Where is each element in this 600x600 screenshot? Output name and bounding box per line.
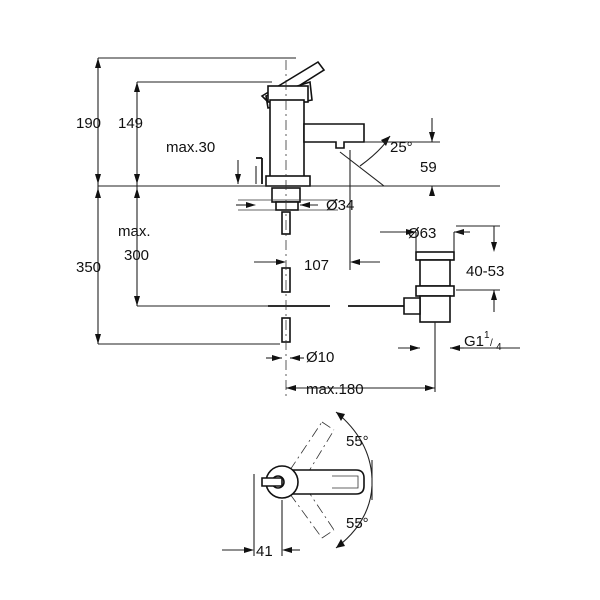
faucet-side-view [98, 60, 500, 396]
waste-assembly [403, 251, 455, 392]
svg-text:/: / [490, 338, 493, 349]
spout-top [291, 469, 365, 495]
label-350: 350 [76, 259, 101, 276]
dimension-labels: 190 149 max.30 25° 59 Ø34 Ø63 max. 300 3… [76, 115, 504, 560]
tap-base [265, 175, 311, 187]
svg-text:4: 4 [496, 342, 502, 353]
waste-tail [419, 295, 451, 323]
dimension-lines [95, 57, 520, 391]
svg-text:G1: G1 [464, 333, 484, 350]
label-190: 190 [76, 115, 101, 132]
label-55deg-bottom: 55° [346, 515, 369, 532]
label-300: 300 [124, 247, 149, 264]
label-107: 107 [304, 257, 329, 274]
faucet-top-view [222, 411, 373, 556]
spout [303, 123, 365, 149]
label-40-53: 40-53 [466, 263, 504, 280]
label-max30: max.30 [166, 139, 215, 156]
label-d10: Ø10 [306, 349, 334, 366]
label-max: max. [118, 223, 151, 240]
label-d34: Ø34 [326, 197, 354, 214]
spout-rotated-up [289, 421, 335, 477]
waste-flange [415, 251, 455, 261]
waste-body [419, 259, 451, 287]
mounting-clamp [275, 201, 299, 211]
label-55deg-top: 55° [346, 433, 369, 450]
spout-rotated-down [289, 487, 335, 539]
label-149: 149 [118, 115, 143, 132]
label-d63: Ø63 [408, 225, 436, 242]
tap-column [269, 99, 305, 185]
label-max180: max.180 [306, 381, 364, 398]
label-25deg: 25° [390, 139, 413, 156]
label-thread: G1 1 / 4 [464, 330, 502, 353]
lever-top [261, 477, 283, 487]
waste-nut [415, 285, 455, 297]
svg-text:1: 1 [484, 330, 490, 341]
waste-connector [403, 297, 421, 315]
label-59: 59 [420, 159, 437, 176]
label-41: 41 [256, 543, 273, 560]
